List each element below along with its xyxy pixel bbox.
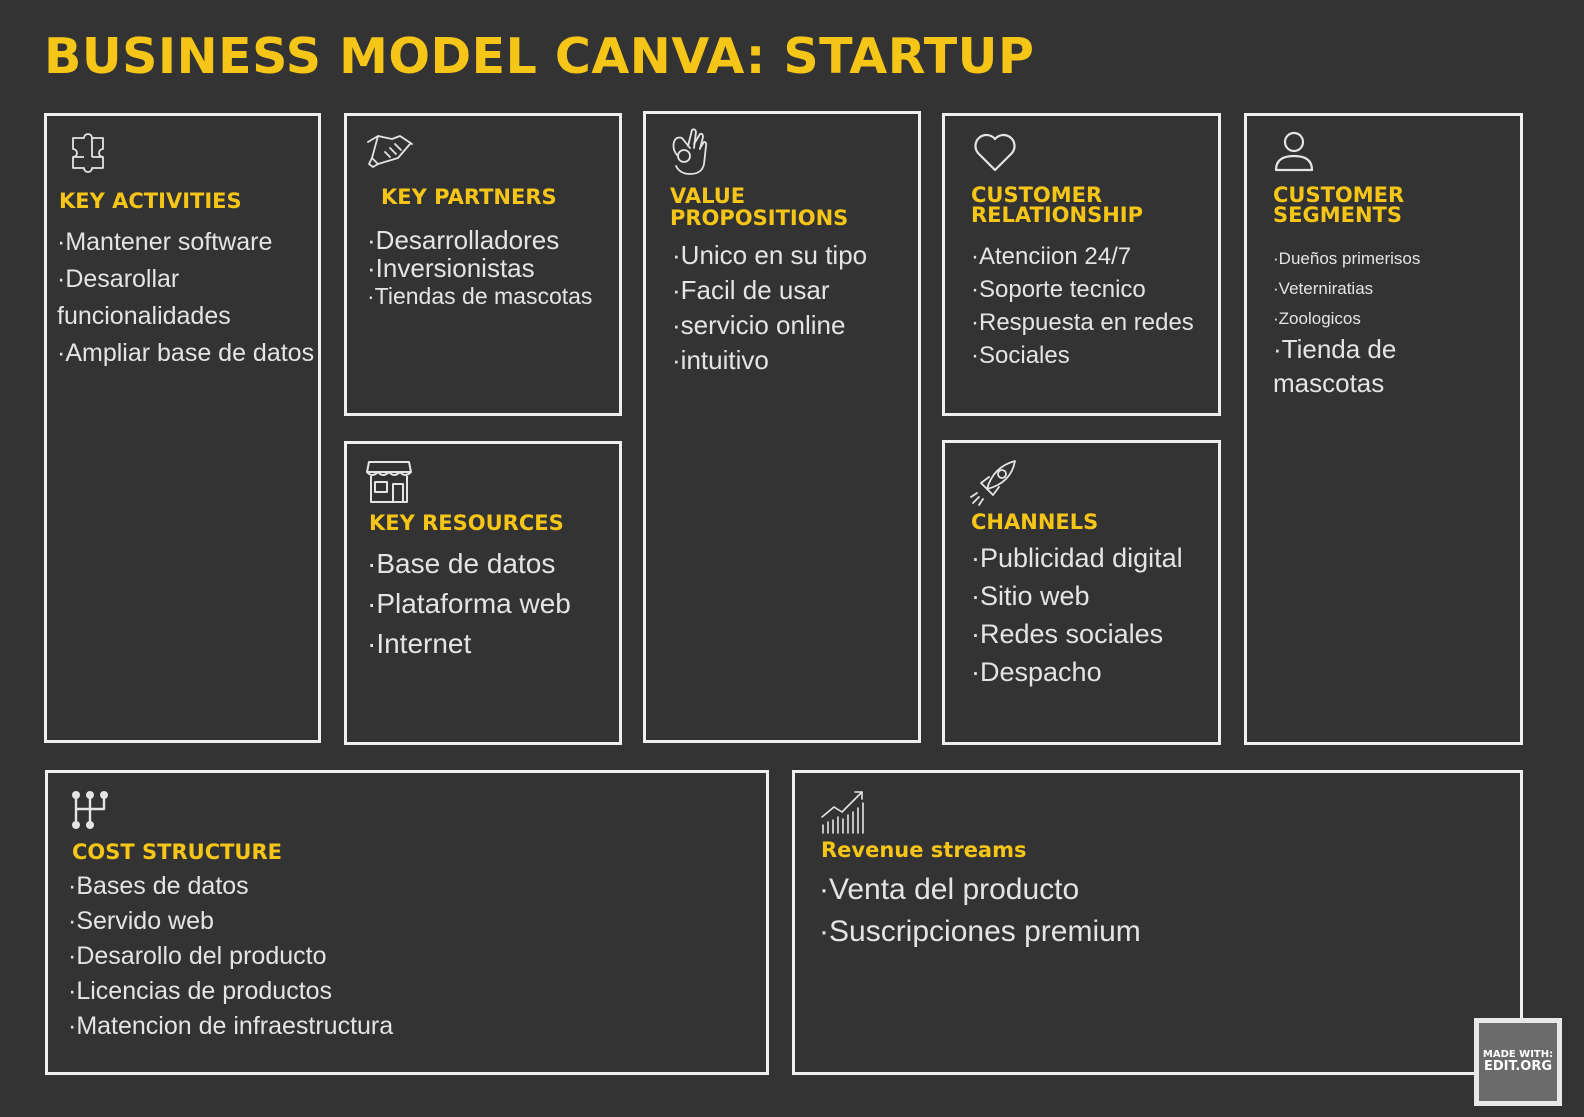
- list-item: Internet: [367, 624, 617, 664]
- heart-icon: [971, 128, 1019, 176]
- badge-line-2: EDIT.ORG: [1483, 1059, 1553, 1075]
- key-activities-list: Mantener software Desarollar funcionalid…: [57, 224, 319, 372]
- list-item: Despacho: [971, 653, 1219, 691]
- key-activities-card: KEY ACTIVITIES Mantener software Desarol…: [44, 113, 321, 743]
- list-item: Licencias de productos: [68, 974, 718, 1009]
- key-resources-card: KEY RESOURCES Base de datos Plataforma w…: [344, 441, 622, 745]
- list-item: Plataforma web: [367, 584, 617, 624]
- channels-list: Publicidad digital Sitio web Redes socia…: [971, 539, 1219, 691]
- page-title: BUSINESS MODEL CANVA: STARTUP: [44, 28, 1035, 85]
- growth-chart-icon: [819, 787, 867, 835]
- cost-structure-list: Bases de datos Servido web Desarollo del…: [68, 869, 718, 1044]
- list-item: Publicidad digital: [971, 539, 1219, 577]
- channels-card: CHANNELS Publicidad digital Sitio web Re…: [942, 440, 1221, 745]
- list-item: Dueños primerisos: [1273, 244, 1523, 274]
- revenue-streams-list: Venta del producto Suscripciones premium: [819, 869, 1499, 953]
- puzzle-icon: [67, 128, 119, 180]
- ok-hand-icon: [664, 126, 716, 178]
- list-item: Unico en su tipo: [672, 238, 917, 273]
- value-propositions-heading: VALUE PROPOSITIONS: [670, 184, 849, 231]
- list-item: Tienda de mascotas: [1273, 332, 1443, 400]
- list-item: Bases de datos: [68, 869, 718, 904]
- value-propositions-list: Unico en su tipo Facil de usar servicio …: [672, 238, 917, 378]
- list-item: Redes sociales: [971, 615, 1219, 653]
- key-activities-heading: KEY ACTIVITIES: [59, 189, 242, 213]
- list-item: Tiendas de mascotas: [367, 282, 617, 310]
- list-item: Inversionistas: [367, 254, 617, 282]
- cost-structure-card: COST STRUCTURE Bases de datos Servido we…: [45, 770, 769, 1075]
- store-icon: [365, 458, 413, 506]
- key-partners-heading: KEY PARTNERS: [381, 185, 557, 209]
- customer-segments-small-list: Dueños primerisos Veterniratias Zoologic…: [1273, 244, 1523, 334]
- rocket-icon: [969, 457, 1019, 507]
- list-item: Desarollar funcionalidades: [57, 261, 319, 335]
- handshake-icon: [365, 126, 417, 178]
- list-item: Desarollo del producto: [68, 939, 718, 974]
- list-item: Soporte tecnico: [971, 273, 1219, 306]
- list-item: Mantener software: [57, 224, 319, 261]
- key-resources-list: Base de datos Plataforma web Internet: [367, 544, 617, 664]
- list-item: Zoologicos: [1273, 304, 1523, 334]
- key-partners-list: Desarrolladores Inversionistas Tiendas d…: [367, 226, 617, 310]
- list-item: Base de datos: [367, 544, 617, 584]
- channels-heading: CHANNELS: [971, 510, 1099, 534]
- list-item: intuitivo: [672, 343, 917, 378]
- badge-inner: MADE WITH: EDIT.ORG: [1479, 1023, 1557, 1101]
- key-partners-card: KEY PARTNERS Desarrolladores Inversionis…: [344, 113, 622, 416]
- person-icon: [1271, 128, 1317, 174]
- list-item: Matencion de infraestructura: [68, 1009, 718, 1044]
- list-item: Veterniratias: [1273, 274, 1523, 304]
- list-item: Desarrolladores: [367, 226, 617, 254]
- customer-segments-card: CUSTOMER SEGMENTS Dueños primerisos Vete…: [1244, 113, 1523, 745]
- customer-relationship-heading: CUSTOMER RELATIONSHIP: [971, 183, 1143, 227]
- customer-segments-heading: CUSTOMER SEGMENTS: [1273, 183, 1405, 227]
- revenue-streams-card: Revenue streams Venta del producto Suscr…: [792, 770, 1523, 1075]
- list-item: Respuesta en redes: [971, 306, 1219, 339]
- revenue-streams-heading: Revenue streams: [821, 838, 1027, 862]
- list-item: servicio online: [672, 308, 917, 343]
- customer-relationship-list: Atenciion 24/7 Soporte tecnico Respuesta…: [971, 240, 1219, 372]
- list-item: Suscripciones premium: [819, 911, 1499, 953]
- list-item: Facil de usar: [672, 273, 917, 308]
- list-item: Servido web: [68, 904, 718, 939]
- customer-relationship-card: CUSTOMER RELATIONSHIP Atenciion 24/7 Sop…: [942, 113, 1221, 416]
- value-propositions-card: VALUE PROPOSITIONS Unico en su tipo Faci…: [643, 111, 921, 743]
- list-item: Sitio web: [971, 577, 1219, 615]
- cost-structure-heading: COST STRUCTURE: [72, 840, 282, 864]
- key-resources-heading: KEY RESOURCES: [369, 511, 564, 535]
- list-item: Sociales: [971, 339, 1219, 372]
- list-item: Atenciion 24/7: [971, 240, 1219, 273]
- badge-line-1: MADE WITH:: [1482, 1048, 1554, 1060]
- customer-segments-list: Tienda de mascotas: [1273, 332, 1443, 400]
- list-item: Venta del producto: [819, 869, 1499, 911]
- structure-icon: [70, 789, 114, 833]
- list-item: Ampliar base de datos: [57, 335, 319, 372]
- made-with-badge[interactable]: MADE WITH: EDIT.ORG: [1474, 1018, 1562, 1106]
